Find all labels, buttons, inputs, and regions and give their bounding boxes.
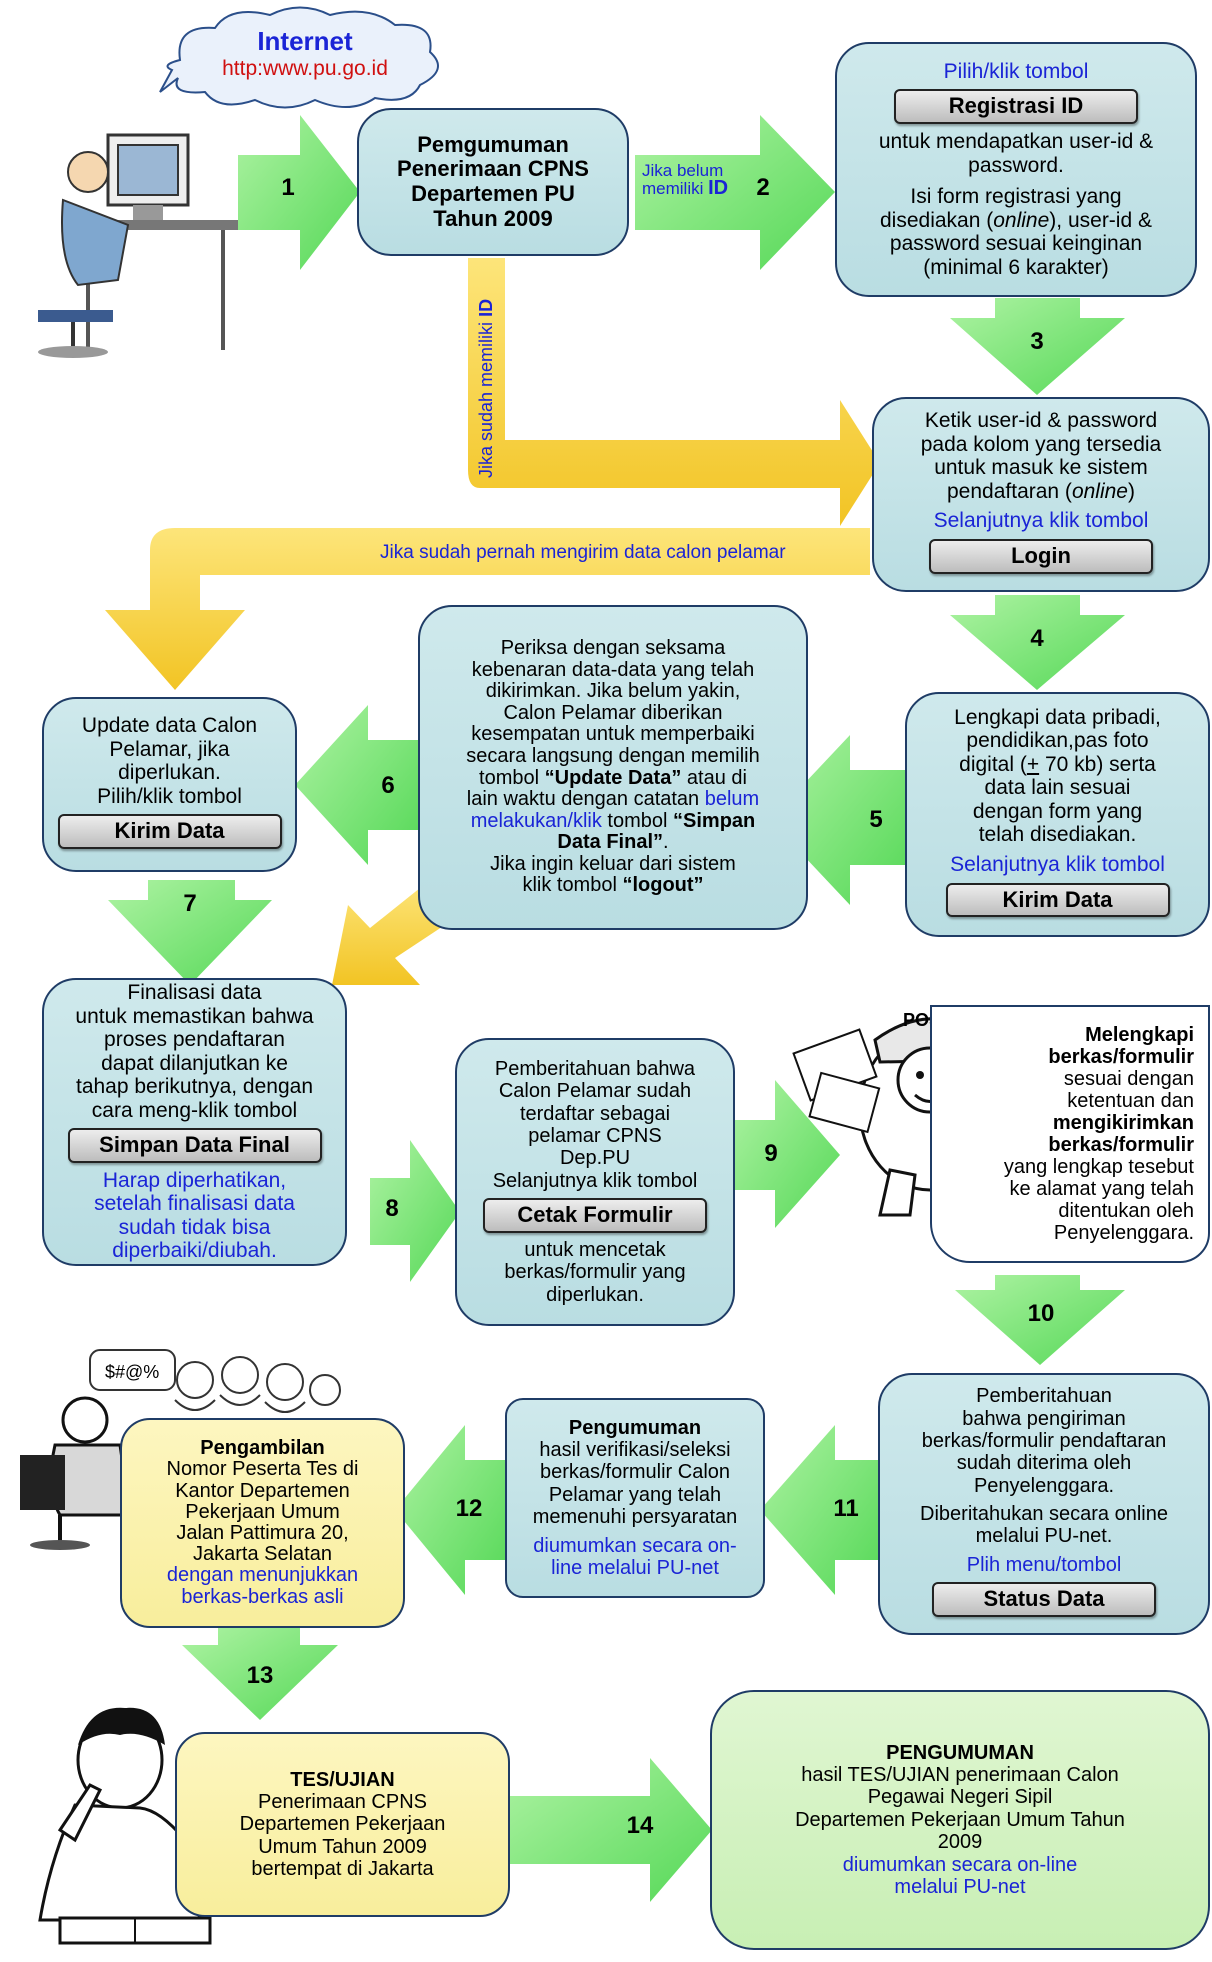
internet-title: Internet bbox=[257, 26, 353, 56]
label-pernah-kirim: Jika sudah pernah mengirim data calon pe… bbox=[380, 542, 786, 563]
pengumuman-box: Pemgumuman Penerimaan CPNS Departemen PU… bbox=[357, 108, 629, 256]
periksa-box: Periksa dengan seksama kebenaran data-da… bbox=[418, 605, 808, 930]
svg-text:$#@%: $#@% bbox=[105, 1362, 159, 1382]
internet-url[interactable]: http:www.pu.go.id bbox=[222, 57, 388, 80]
green-arrow-2 bbox=[635, 115, 835, 270]
yellow-arrow-sudah-id bbox=[468, 258, 880, 526]
green-arrow-1 bbox=[238, 115, 360, 270]
cetak-formulir-button[interactable]: Cetak Formulir bbox=[483, 1198, 707, 1233]
registrasi-id-button[interactable]: Registrasi ID bbox=[894, 89, 1138, 125]
step-4: 4 bbox=[1030, 625, 1044, 652]
internet-cloud-shape bbox=[159, 6, 439, 109]
step-5: 5 bbox=[869, 806, 883, 833]
status-data-button[interactable]: Status Data bbox=[932, 1582, 1156, 1617]
step-8: 8 bbox=[385, 1195, 399, 1222]
login-button[interactable]: Login bbox=[929, 538, 1153, 574]
step-2: 2 bbox=[756, 174, 770, 201]
step-11: 11 bbox=[833, 1495, 859, 1522]
kirim-data-button[interactable]: Kirim Data bbox=[945, 882, 1170, 918]
step-7: 7 bbox=[183, 890, 197, 917]
step-12: 12 bbox=[455, 1495, 483, 1522]
verifikasi-box: Pengumuman hasil verifikasi/seleksi berk… bbox=[505, 1398, 765, 1598]
step-6: 6 bbox=[381, 772, 395, 799]
green-arrow-9 bbox=[735, 1080, 840, 1228]
finalisasi-box: Finalisasi data untuk memastikan bahwa p… bbox=[42, 978, 347, 1266]
tes-ujian-box: TES/UJIAN Penerimaan CPNS Departemen Pek… bbox=[175, 1732, 510, 1917]
green-arrow-12 bbox=[395, 1425, 505, 1595]
yellow-arrow-pernah-kirim bbox=[105, 528, 870, 690]
green-arrow-10 bbox=[955, 1275, 1125, 1365]
step-10: 10 bbox=[1027, 1300, 1055, 1327]
hasil-pengumuman-box: PENGUMUMAN hasil TES/UJIAN penerimaan Ca… bbox=[710, 1690, 1210, 1950]
status-data-box: Pemberitahuan bahwa pengiriman berkas/fo… bbox=[878, 1373, 1210, 1635]
green-arrow-13 bbox=[182, 1628, 338, 1720]
label-belum-id: Jika belum memiliki ID bbox=[642, 161, 729, 200]
pos-box: Melengkapi berkas/formulir sesuai dengan… bbox=[930, 1005, 1210, 1263]
cetak-formulir-box: Pemberitahuan bahwa Calon Pelamar sudah … bbox=[455, 1038, 735, 1326]
internet-cloud: Internet http:www.pu.go.id bbox=[190, 26, 420, 81]
green-arrow-7 bbox=[108, 880, 272, 985]
step-14: 14 bbox=[626, 1812, 654, 1839]
green-arrow-6 bbox=[295, 705, 418, 865]
green-arrow-8 bbox=[370, 1140, 460, 1282]
update-box: Update data Calon Pelamar, jika diperluk… bbox=[42, 697, 297, 872]
step-1: 1 bbox=[281, 174, 295, 201]
green-arrow-11 bbox=[760, 1425, 880, 1595]
green-arrow-5 bbox=[770, 735, 905, 905]
step-9: 9 bbox=[764, 1140, 778, 1167]
lengkapi-box: Lengkapi data pribadi, pendidikan,pas fo… bbox=[905, 692, 1210, 937]
label-sudah-id: Jika sudah memiliki ID bbox=[476, 298, 496, 478]
step-3: 3 bbox=[1030, 328, 1044, 355]
pengambilan-box: Pengambilan Nomor Peserta Tes di Kantor … bbox=[120, 1418, 405, 1628]
student-thinking-icon bbox=[38, 1707, 212, 1945]
registrasi-box: Pilih/klik tombol Registrasi ID untuk me… bbox=[835, 42, 1197, 297]
green-arrow-3 bbox=[950, 298, 1125, 395]
update-kirim-data-button[interactable]: Kirim Data bbox=[57, 814, 282, 849]
green-arrow-14 bbox=[510, 1758, 712, 1902]
person-at-computer-icon bbox=[38, 133, 238, 358]
simpan-data-final-button[interactable]: Simpan Data Final bbox=[67, 1128, 322, 1163]
step-13: 13 bbox=[246, 1662, 274, 1689]
login-box: Ketik user-id & password pada kolom yang… bbox=[872, 397, 1210, 592]
green-arrow-4 bbox=[950, 595, 1125, 690]
